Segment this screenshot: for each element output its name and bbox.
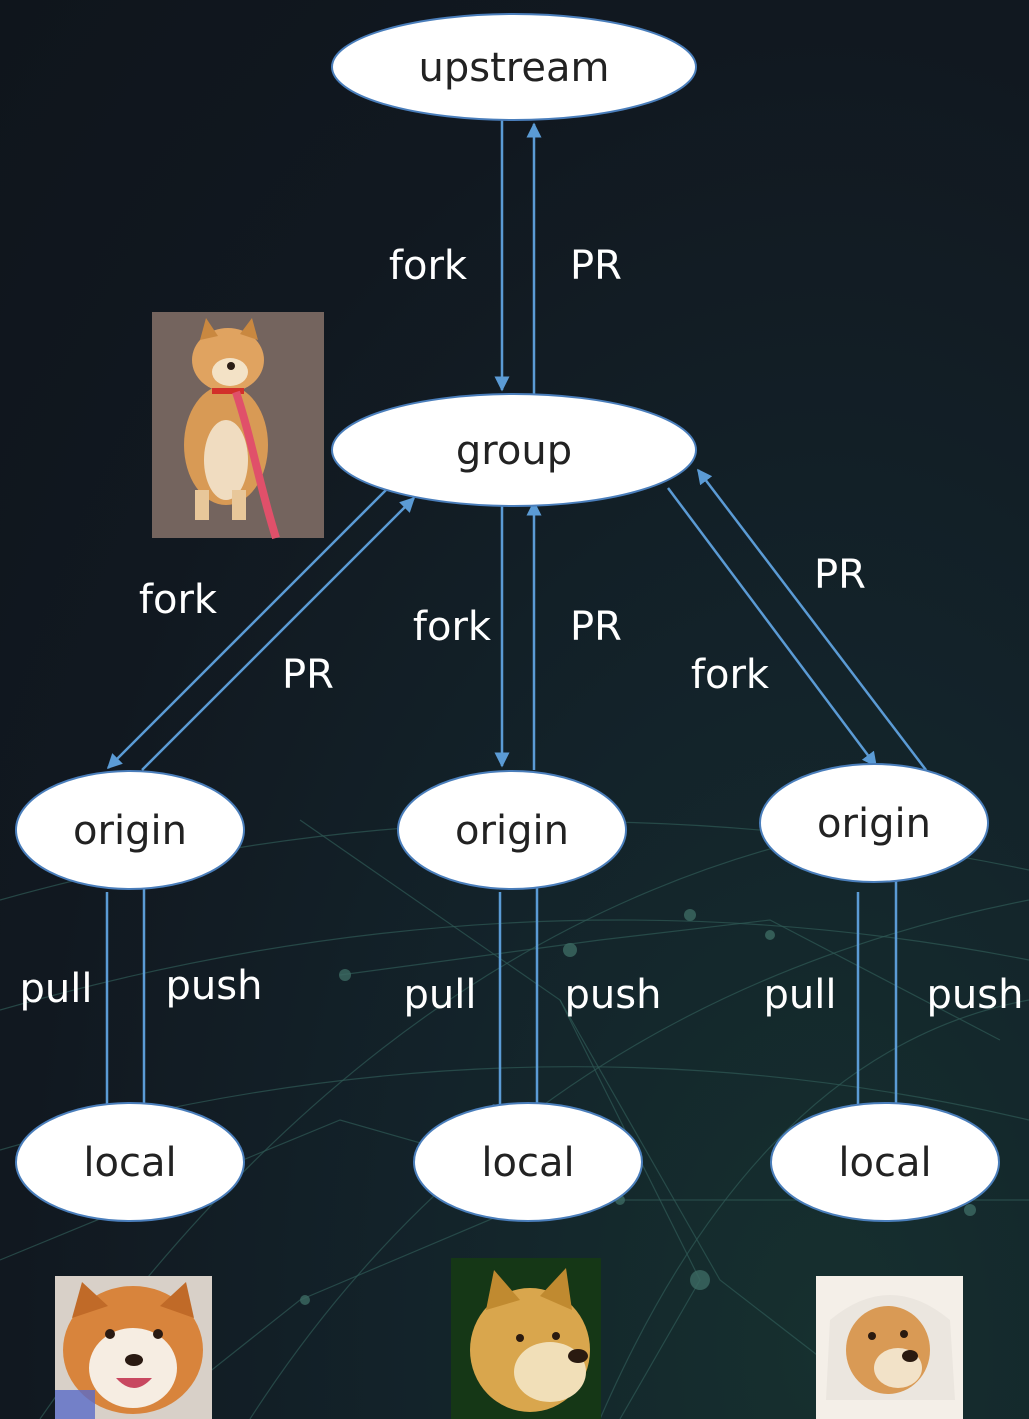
node-origin-right: origin (759, 763, 989, 883)
node-origin-left-label: origin (73, 808, 187, 854)
label-pull-middle: pull (404, 972, 477, 1018)
node-upstream: upstream (331, 13, 697, 121)
right-dog-photo (816, 1276, 963, 1419)
node-group-label: group (456, 428, 572, 474)
group-dog-photo (152, 312, 324, 540)
node-local-middle-label: local (481, 1140, 574, 1186)
node-origin-middle-label: origin (455, 808, 569, 854)
label-pr-left: PR (282, 652, 334, 698)
node-origin-left: origin (15, 770, 245, 890)
label-pr-right: PR (814, 552, 866, 598)
label-fork-middle: fork (413, 604, 492, 650)
arrow-pr-origin-right-group (697, 468, 927, 771)
label-pull-left: pull (20, 966, 93, 1012)
node-upstream-label: upstream (419, 45, 610, 91)
label-pull-right: pull (764, 972, 837, 1018)
label-fork-left: fork (139, 577, 218, 623)
arrow-pr-origin-left-group (141, 496, 416, 771)
label-push-right: push (927, 972, 1024, 1018)
node-local-left: local (15, 1102, 245, 1222)
label-fork-upstream: fork (389, 243, 468, 289)
left-dog-photo (55, 1276, 212, 1419)
node-local-right-label: local (838, 1140, 931, 1186)
node-group: group (331, 393, 697, 507)
node-local-left-label: local (83, 1140, 176, 1186)
middle-dog-photo (451, 1258, 601, 1419)
node-origin-right-label: origin (817, 801, 931, 847)
label-fork-right: fork (691, 652, 770, 698)
label-pr-middle: PR (570, 604, 622, 650)
label-pr-upstream: PR (570, 243, 622, 289)
label-push-middle: push (565, 972, 662, 1018)
node-local-right: local (770, 1102, 1000, 1222)
node-origin-middle: origin (397, 770, 627, 890)
node-local-middle: local (413, 1102, 643, 1222)
arrow-fork-group-origin-right (666, 487, 878, 768)
arrow-fork-group-origin-left (106, 487, 389, 770)
label-push-left: push (166, 963, 263, 1009)
